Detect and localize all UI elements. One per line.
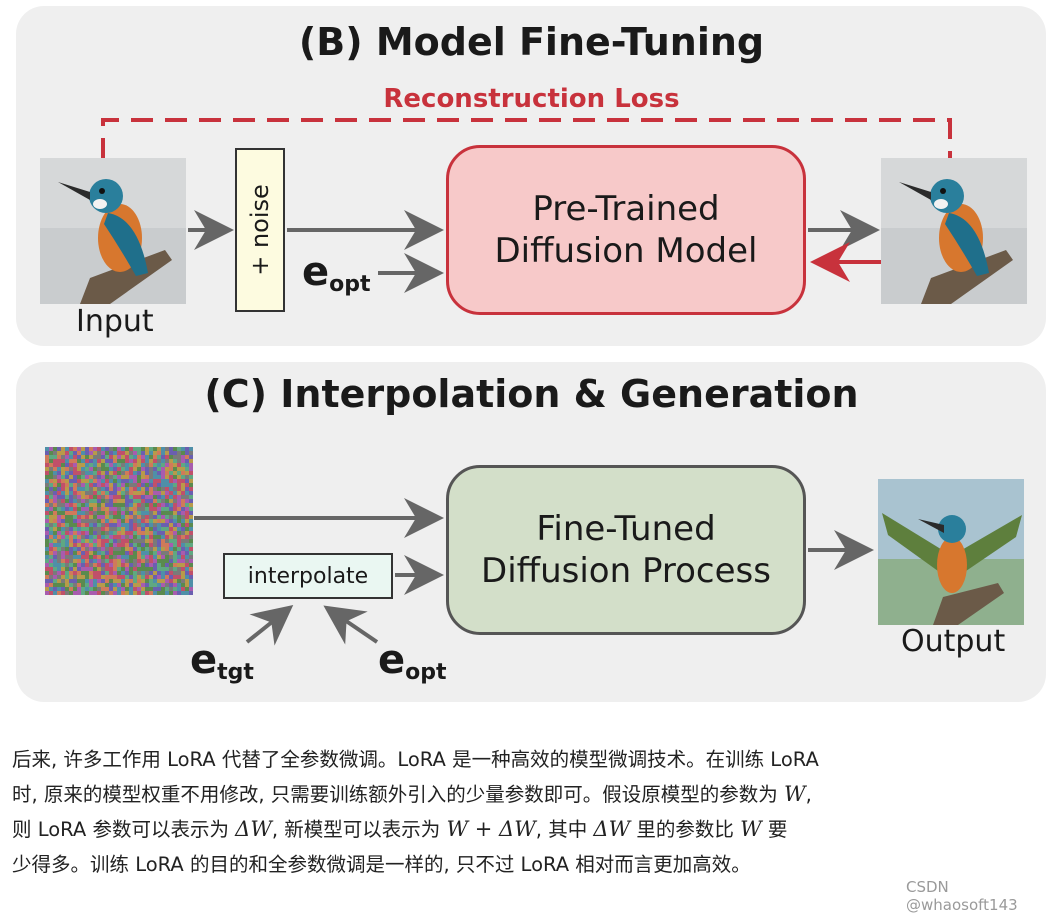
math-delta-w: ΔW bbox=[235, 817, 272, 841]
article-line-3-c: , 其中 bbox=[535, 818, 594, 841]
output-bird-image bbox=[878, 479, 1024, 625]
article-line-2: 时, 原来的模型权重不用修改, 只需要训练额外引入的少量参数即可。假设原模型的参… bbox=[12, 777, 1052, 812]
finetuned-label-line2: Diffusion Process bbox=[481, 551, 771, 591]
math-delta-w-2: ΔW bbox=[593, 817, 631, 841]
watermark: CSDN @whaosoft143 bbox=[906, 878, 1018, 914]
article-line-4: 少得多。训练 LoRA 的目的和全参数微调是一样的, 只不过 LoRA 相对而言… bbox=[12, 853, 751, 876]
pretrained-label-line2: Diffusion Model bbox=[494, 231, 758, 271]
article-line-1: 后来, 许多工作用 LoRA 代替了全参数微调。LoRA 是一种高效的模型微调技… bbox=[12, 748, 819, 771]
eopt-embedding-label: eopt bbox=[302, 252, 371, 296]
input-bird-image bbox=[40, 158, 186, 304]
eopt-main-c: e bbox=[378, 637, 406, 683]
pretrained-diffusion-model-box: Pre-Trained Diffusion Model bbox=[446, 145, 806, 315]
math-w: W bbox=[784, 782, 806, 806]
arrow-etgt-to-interpolate bbox=[245, 605, 294, 646]
eopt-subscript: opt bbox=[329, 272, 371, 297]
article-line-3-e: 要 bbox=[761, 818, 788, 841]
finetuned-label-line1: Fine-Tuned bbox=[536, 508, 716, 549]
loss-dashed-loop bbox=[101, 118, 952, 160]
eopt-main: e bbox=[302, 249, 330, 295]
etgt-main: e bbox=[190, 637, 218, 683]
article-paragraph: 后来, 许多工作用 LoRA 代替了全参数微调。LoRA 是一种高效的模型微调技… bbox=[12, 742, 1052, 882]
arrow-eopt-to-interpolate bbox=[323, 605, 379, 645]
noise-image bbox=[45, 447, 193, 595]
output-caption: Output bbox=[901, 624, 1006, 659]
interpolate-label: interpolate bbox=[247, 563, 369, 589]
finetune-title: (B) Model Fine-Tuning bbox=[298, 20, 765, 64]
eopt-subscript-c: opt bbox=[405, 660, 447, 685]
math-w-plus-delta-w: W + ΔW bbox=[446, 817, 536, 841]
reconstruction-loss-label: Reconstruction Loss bbox=[383, 84, 680, 114]
reconstructed-bird-image bbox=[881, 158, 1027, 304]
article-line-3-a: 则 LoRA 参数可以表示为 bbox=[12, 818, 236, 841]
pretrained-label-line1: Pre-Trained bbox=[532, 188, 720, 229]
etgt-subscript: tgt bbox=[217, 660, 254, 685]
article-line-2-text: 时, 原来的模型权重不用修改, 只需要训练额外引入的少量参数即可。假设原模型的参… bbox=[12, 783, 784, 806]
article-line-3: 则 LoRA 参数可以表示为 ΔW, 新模型可以表示为 W + ΔW, 其中 Δ… bbox=[12, 812, 1052, 847]
math-w-2: W bbox=[740, 817, 762, 841]
eopt-embedding-label-c: eopt bbox=[378, 640, 447, 684]
article-line-2-end: , bbox=[805, 783, 812, 806]
finetuned-diffusion-process-box: Fine-Tuned Diffusion Process bbox=[446, 465, 806, 635]
generation-title: (C) Interpolation & Generation bbox=[204, 372, 859, 416]
article-line-3-b: , 新模型可以表示为 bbox=[271, 818, 447, 841]
article-line-3-d: 里的参数比 bbox=[630, 818, 741, 841]
noise-label: + noise bbox=[246, 184, 274, 276]
etgt-embedding-label: etgt bbox=[190, 640, 254, 684]
noise-box: + noise bbox=[235, 148, 285, 312]
input-caption: Input bbox=[76, 304, 154, 339]
interpolate-box: interpolate bbox=[223, 553, 393, 599]
